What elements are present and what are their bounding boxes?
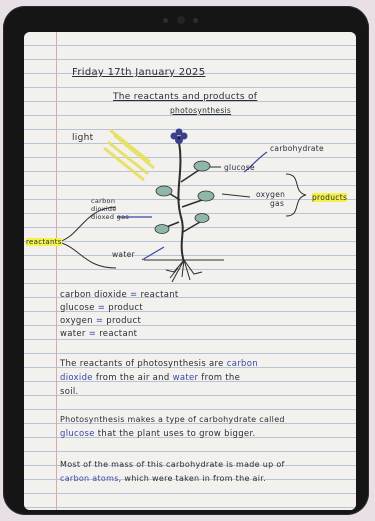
label-water: water (112, 250, 135, 259)
list-item: carbon dioxide = reactant (60, 290, 179, 300)
camera-icon (177, 16, 185, 24)
flower (171, 129, 188, 145)
list-item: glucose = product (60, 303, 143, 313)
paragraph-reactants-line1: The reactants of photosynthesis are carb… (60, 359, 258, 369)
page-title: The reactants and products of (113, 92, 257, 102)
page-date: Friday 17th January 2025 (72, 67, 205, 78)
tablet-screen: Friday 17th January 2025 The reactants a… (24, 32, 356, 510)
label-carbon-dioxide-2: dioxide (91, 205, 117, 213)
paragraph-reactants-line3: soil. (60, 387, 79, 397)
paragraph-mass-line2: carbon atoms, which were taken in from t… (60, 474, 266, 483)
label-products: products (312, 193, 347, 202)
products-brace (286, 174, 306, 216)
list-item: oxygen = product (60, 316, 141, 326)
page-title-line2: photosynthesis (170, 106, 231, 115)
sensor-icon (163, 18, 168, 23)
paragraph-glucose-line1: Photosynthesis makes a type of carbohydr… (60, 415, 285, 424)
sensor-icon (193, 18, 198, 23)
light-rays (104, 130, 154, 180)
camera-bar (159, 14, 211, 26)
tablet-frame: Friday 17th January 2025 The reactants a… (3, 6, 369, 515)
label-light: light (72, 133, 93, 143)
label-oxygen-gas: gas (270, 199, 284, 208)
leaves (155, 161, 214, 234)
label-reactants: reactants (26, 238, 62, 246)
label-carbon-dioxide-1: carbon (91, 197, 115, 205)
roots (166, 260, 202, 282)
list-item: water = reactant (60, 329, 137, 339)
paragraph-glucose-line2: glucose that the plant uses to grow bigg… (60, 429, 255, 439)
paragraph-mass-line1: Most of the mass of this carbohydrate is… (60, 460, 285, 469)
paragraph-reactants-line2: dioxide from the air and water from the (60, 373, 240, 383)
label-glucose: glucose (224, 163, 255, 172)
label-carbon-dioxide-3: dioxed gas (91, 213, 129, 221)
label-oxygen: oxygen (256, 190, 285, 199)
label-carbohydrate: carbohydrate (270, 144, 324, 153)
stem (178, 142, 184, 262)
